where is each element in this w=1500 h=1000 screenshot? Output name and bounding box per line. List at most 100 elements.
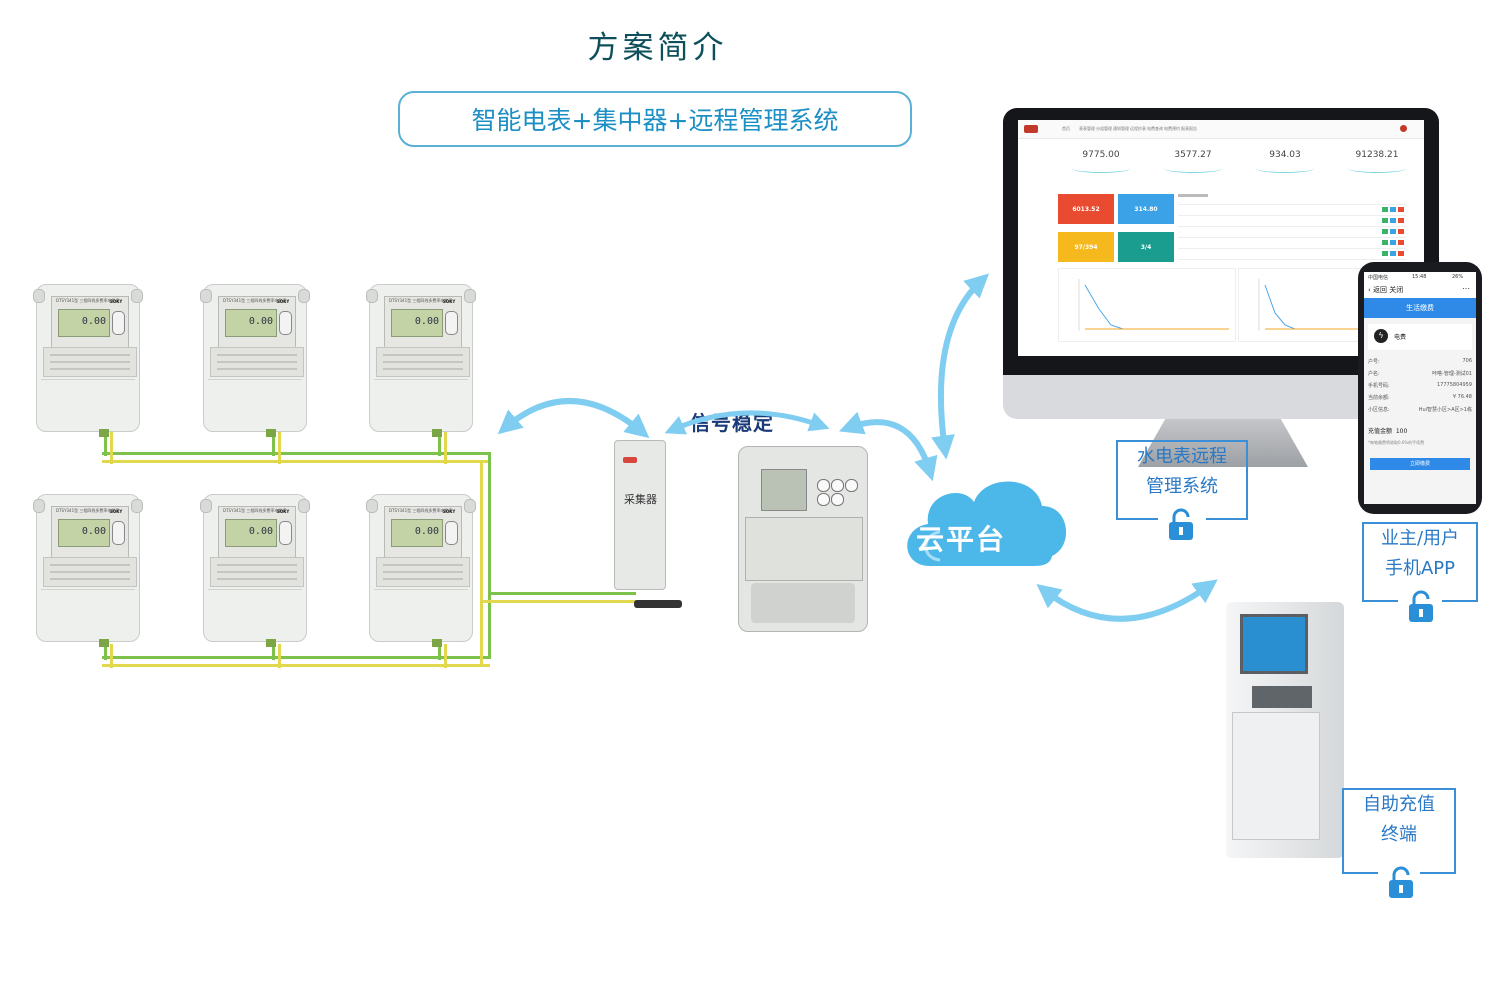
logo-icon (1024, 125, 1038, 133)
mount-ear (298, 499, 310, 513)
user-app-line1: 业主/用户 (1380, 528, 1460, 549)
mount-ear (33, 499, 45, 513)
nameplate (210, 347, 304, 377)
meter-brand: SOKY (277, 509, 290, 514)
bill-type: 电费 (1394, 334, 1407, 341)
lcd-reading: 0.00 (81, 526, 106, 537)
chart-panel-left (1058, 268, 1236, 342)
wire-trunk-yellow (480, 460, 483, 667)
dashboard-nav-item[interactable]: 电费预约 (1164, 126, 1180, 131)
table-row (1178, 215, 1406, 216)
row-action-button[interactable] (1382, 207, 1388, 212)
lcd-reading: 0.00 (248, 316, 273, 327)
stat-card: 9775.00 (1058, 150, 1144, 190)
lightning-icon: ϟ (1374, 329, 1388, 343)
meter-brand: SOKY (110, 509, 123, 514)
terminal-tab (432, 429, 442, 437)
stat-value: 91238.21 (1355, 150, 1399, 160)
user-icon[interactable] (1400, 125, 1407, 132)
lcd-reading: 0.00 (81, 316, 106, 327)
nameplate (376, 557, 470, 587)
table-row (1178, 204, 1406, 205)
meter-lcd: 0.00 (58, 519, 110, 547)
terminal-block (745, 517, 863, 581)
amount-row[interactable]: 充值金额 100 (1368, 428, 1408, 435)
stat-value: 9775.00 (1082, 150, 1120, 160)
meter-button (279, 311, 292, 335)
row-action-button[interactable] (1390, 240, 1396, 245)
drop (278, 644, 281, 668)
meter-lcd: 0.00 (225, 309, 277, 337)
chart-left (1078, 279, 1229, 331)
dashboard-nav-item[interactable]: 通知管理 (1113, 126, 1129, 131)
lcd-reading: 0.00 (414, 316, 439, 327)
row-action-button[interactable] (1382, 229, 1388, 234)
more-icon[interactable]: ⋯ (1462, 284, 1470, 293)
kpi-tile[interactable]: 97/394 (1058, 232, 1114, 262)
row-action-button[interactable] (1398, 240, 1404, 245)
kpi-tile[interactable]: 3/4 (1118, 232, 1174, 262)
nameplate (210, 557, 304, 587)
signal-stable-label: 信号稳定 (690, 411, 774, 435)
row-action-button[interactable] (1390, 229, 1396, 234)
stat-value: 3577.27 (1174, 150, 1212, 160)
phone-screen: 中国电信 15:48 26% ‹ 返回 关闭 ⋯ 生活缴费 ϟ 电费 户号:70… (1364, 272, 1476, 504)
dashboard-nav-item[interactable]: 表表管理 (1079, 126, 1095, 131)
mount-ear (200, 289, 212, 303)
row-action-button[interactable] (1382, 240, 1388, 245)
meter-model: DTSY341型 三相四线多费率电能表 (56, 298, 120, 303)
row-action-button[interactable] (1382, 251, 1388, 256)
dashboard-nav-item[interactable]: 远程抄表 (1130, 126, 1146, 131)
mount-ear (131, 499, 143, 513)
row-action-button[interactable] (1398, 229, 1404, 234)
remote-system-line1: 水电表远程 (1137, 446, 1227, 467)
user-app-line2: 手机APP (1384, 558, 1456, 579)
lcd-reading: 0.00 (248, 526, 273, 537)
meter-brand: SOKY (443, 299, 456, 304)
close-button[interactable]: 关闭 (1389, 286, 1404, 294)
dashboard-nav-item[interactable]: 电费查询 (1147, 126, 1163, 131)
row-action-button[interactable] (1390, 218, 1396, 223)
wire-to-collector-green (488, 592, 636, 595)
table-row (1178, 248, 1406, 249)
sparkline (1348, 164, 1406, 173)
lcd-reading: 0.00 (414, 526, 439, 537)
terminal-cover (374, 589, 468, 634)
dashboard-topbar: 首页 表表管理分组管理通知管理远程抄表电费查询电费预约报表报告 (1018, 120, 1424, 139)
dashboard-nav-item[interactable]: 分组管理 (1096, 126, 1112, 131)
mount-ear (366, 289, 378, 303)
terminal-tab (99, 639, 109, 647)
table-row (1178, 259, 1406, 260)
dashboard-nav-item[interactable]: 首页 (1062, 126, 1070, 131)
row-action-button[interactable] (1390, 207, 1396, 212)
arrow-meters-collector (497, 398, 650, 439)
stat-value: 934.03 (1269, 150, 1301, 160)
kpi-tile[interactable]: 314.80 (1118, 194, 1174, 224)
dashboard-nav-item[interactable]: 报表报告 (1181, 126, 1197, 131)
pay-now-button[interactable]: 立即缴费 (1370, 458, 1470, 470)
terminal-tab (266, 639, 276, 647)
lock-icon (1169, 508, 1193, 540)
terminal-cover (208, 589, 302, 634)
row-action-button[interactable] (1398, 218, 1404, 223)
row-action-button[interactable] (1382, 218, 1388, 223)
nameplate (376, 347, 470, 377)
concentrator-base (751, 583, 855, 623)
back-button[interactable]: ‹ 返回 关闭 (1368, 286, 1404, 294)
concentrator-device (738, 446, 868, 632)
wire-bottom-green (102, 656, 490, 659)
arrow-cloud-kiosk (1036, 579, 1218, 622)
row-action-button[interactable] (1390, 251, 1396, 256)
meter-button (112, 311, 125, 335)
sparkline (1164, 164, 1222, 173)
meter-model: DTSY341型 三相四线多费率电能表 (389, 298, 453, 303)
stat-card: 91238.21 (1334, 150, 1420, 190)
drop (104, 644, 107, 660)
row-action-button[interactable] (1398, 251, 1404, 256)
row-action-button[interactable] (1398, 207, 1404, 212)
kpi-tile[interactable]: 6013.52 (1058, 194, 1114, 224)
meter-brand: SOKY (277, 299, 290, 304)
